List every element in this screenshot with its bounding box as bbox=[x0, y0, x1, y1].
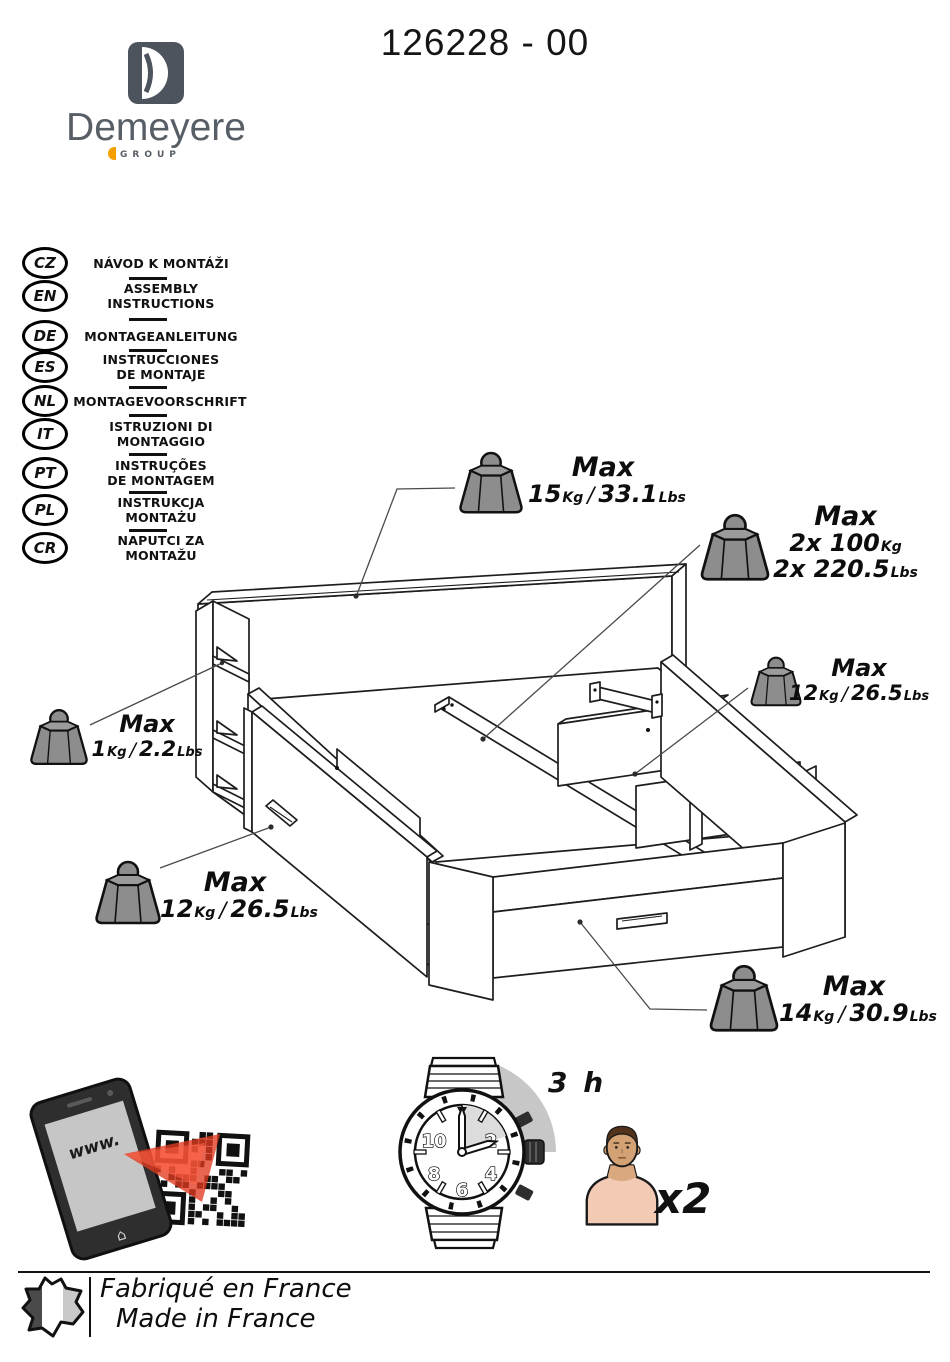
phone-screen-text: www. bbox=[66, 1129, 123, 1165]
language-row-cz: CZ NÁVOD K MONTÁŽI bbox=[16, 247, 246, 279]
weight-label-headboard-niche: Max 1Kg/2.2Lbs bbox=[91, 710, 203, 761]
divider bbox=[129, 491, 167, 494]
watch-icon: 10 2 8 4 6 bbox=[398, 1056, 556, 1250]
made-in-france-fr: Fabriqué en France bbox=[100, 1274, 352, 1304]
divider bbox=[129, 277, 167, 280]
language-badge-cz: CZ bbox=[22, 247, 68, 279]
weight-label-inner-compartment: Max 12Kg/26.5Lbs bbox=[788, 654, 930, 705]
callout-lines bbox=[89, 487, 749, 1011]
weight-label-headboard-shelf: Max 15Kg/33.1Lbs bbox=[528, 452, 686, 509]
bracket-leg bbox=[589, 681, 663, 719]
watch-numerals: 10 2 8 4 6 bbox=[421, 1130, 498, 1201]
divider bbox=[129, 529, 167, 532]
weight-icon-side-drawer bbox=[95, 860, 161, 925]
document-number: 126228 - 00 bbox=[380, 22, 590, 63]
phone-speaker bbox=[66, 1096, 93, 1109]
language-label-nl: MONTAGEVOORSCHRIFT bbox=[73, 393, 247, 409]
divider bbox=[129, 349, 167, 352]
language-badge-cr: CR bbox=[22, 532, 68, 564]
side-drawer bbox=[243, 705, 438, 978]
footer-rule bbox=[18, 1271, 930, 1273]
language-badge-nl: NL bbox=[22, 385, 68, 417]
bed-drawing bbox=[195, 563, 858, 1001]
language-row-de: DE MONTAGEANLEITUNG bbox=[16, 320, 246, 352]
divider bbox=[129, 414, 167, 417]
weight-icon-front-drawer bbox=[709, 964, 779, 1032]
phone-screen: www. bbox=[44, 1100, 156, 1232]
phone-camera bbox=[106, 1089, 114, 1097]
language-badge-pt: PT bbox=[22, 457, 68, 489]
language-label-cz: NÁVOD K MONTÁŽI bbox=[93, 255, 229, 271]
divider bbox=[129, 453, 167, 456]
language-badge-es: ES bbox=[22, 351, 68, 383]
brand-name: Demeyere bbox=[66, 106, 246, 149]
language-badge-pl: PL bbox=[22, 494, 68, 526]
front-drawer-assembly bbox=[428, 822, 846, 1001]
svg-text:10: 10 bbox=[421, 1131, 446, 1152]
headboard-shelf-column bbox=[195, 600, 250, 819]
svg-text:4: 4 bbox=[485, 1164, 498, 1185]
brand-crescent-icon bbox=[108, 147, 116, 160]
person-icon bbox=[585, 1125, 659, 1226]
assembly-duration: 3 h bbox=[548, 1066, 607, 1099]
weight-label-front-drawer: Max 14Kg/30.9Lbs bbox=[779, 971, 937, 1028]
divider bbox=[129, 386, 167, 389]
language-badge-de: DE bbox=[22, 320, 68, 352]
divider bbox=[89, 1277, 91, 1337]
divider bbox=[129, 318, 167, 321]
weight-label-bed-base: Max 2x 100Kg 2x 220.5Lbs bbox=[773, 501, 918, 584]
made-in-france-icon bbox=[21, 1276, 85, 1338]
people-count: x2 bbox=[655, 1174, 712, 1223]
made-in-france-en: Made in France bbox=[116, 1304, 316, 1334]
weight-icon-bed-base bbox=[700, 513, 770, 581]
svg-text:8: 8 bbox=[428, 1164, 441, 1185]
weight-label-side-drawer: Max 12Kg/26.5Lbs bbox=[160, 867, 318, 924]
language-badge-it: IT bbox=[22, 418, 68, 450]
language-badge-en: EN bbox=[22, 280, 68, 312]
weight-icon-headboard-shelf bbox=[459, 451, 523, 514]
svg-text:6: 6 bbox=[456, 1180, 469, 1201]
demeyere-logo-icon bbox=[128, 42, 184, 104]
language-row-nl: NL MONTAGEVOORSCHRIFT bbox=[16, 385, 247, 417]
language-label-de: MONTAGEANLEITUNG bbox=[84, 328, 238, 344]
brand-group-label: GROUP bbox=[120, 150, 181, 160]
